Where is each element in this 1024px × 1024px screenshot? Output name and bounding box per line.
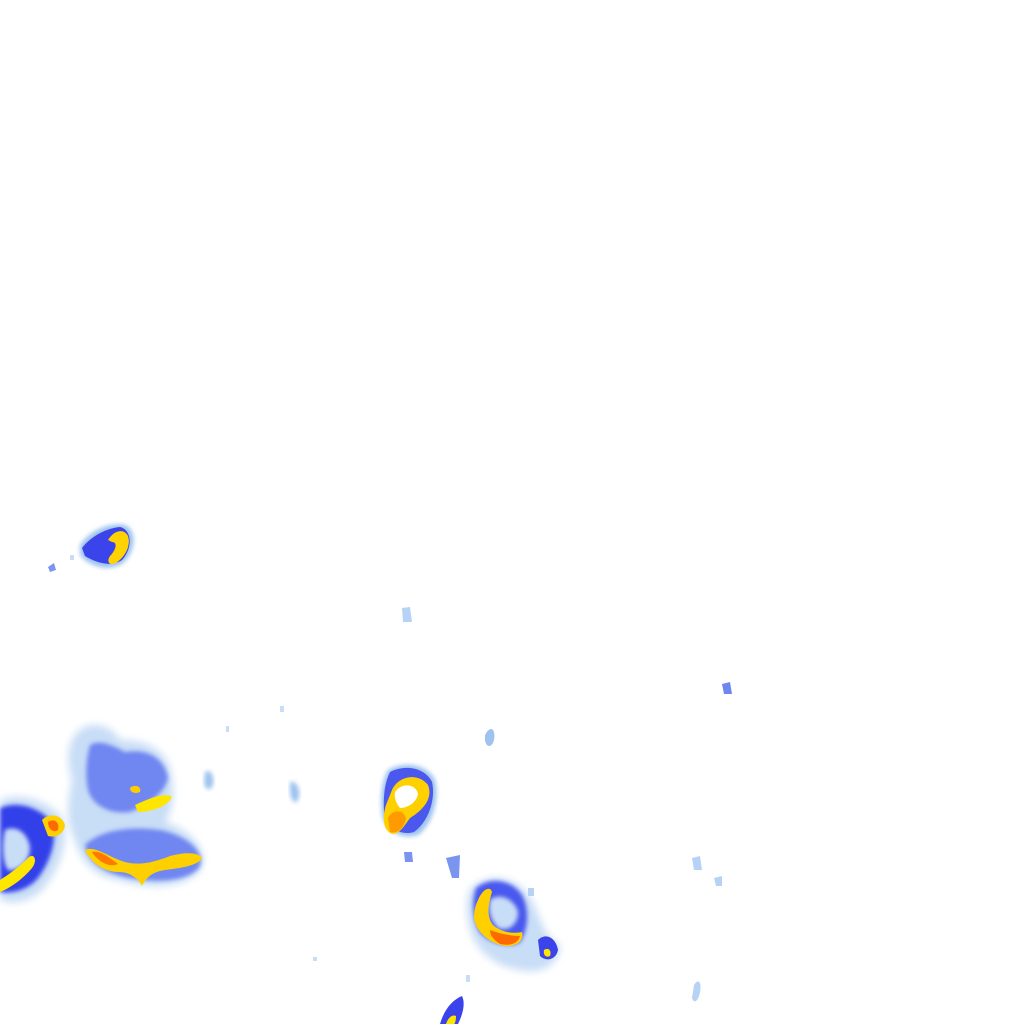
heavy-echo bbox=[108, 531, 129, 565]
weak-echo bbox=[722, 682, 732, 694]
hollow-center bbox=[394, 785, 418, 808]
weak-echo-north bbox=[402, 607, 412, 622]
cell-southwest-edge bbox=[0, 796, 65, 903]
cell-bottom-edge bbox=[440, 996, 464, 1024]
satellite-heavy bbox=[543, 948, 551, 957]
weak-echo-east bbox=[446, 855, 460, 878]
heavy-band-north bbox=[135, 795, 172, 812]
satellite-moderate bbox=[538, 936, 558, 960]
scattered-echoes bbox=[70, 555, 732, 1002]
weak-echo bbox=[528, 888, 534, 896]
weak-echo bbox=[466, 975, 470, 982]
weak-echo bbox=[280, 706, 284, 712]
weak-echo-south bbox=[404, 852, 413, 862]
moderate-echo bbox=[440, 996, 464, 1024]
intense-core bbox=[388, 811, 406, 833]
weak-echo-east bbox=[204, 770, 214, 790]
weak-echo bbox=[714, 876, 722, 886]
weak-echo bbox=[692, 856, 702, 870]
cell-west-cluster bbox=[68, 724, 300, 886]
heavy-echo bbox=[474, 888, 523, 946]
cell-center bbox=[381, 607, 460, 878]
moderate-echo bbox=[86, 742, 168, 813]
weak-echo bbox=[692, 981, 701, 1002]
weak-echo-east-2 bbox=[290, 781, 300, 803]
weak-echo bbox=[485, 728, 495, 746]
hollow-light-echo bbox=[489, 896, 518, 930]
heavy-spot bbox=[130, 785, 141, 793]
intense-core bbox=[48, 820, 59, 832]
intense-core-south bbox=[92, 851, 118, 866]
cell-south-center bbox=[467, 878, 560, 972]
heavy-band-south bbox=[85, 848, 202, 886]
heavy-band bbox=[0, 855, 35, 892]
weak-echo bbox=[48, 563, 56, 572]
weak-echo bbox=[226, 726, 229, 732]
weak-echo bbox=[70, 555, 74, 560]
weak-echo bbox=[313, 957, 317, 961]
intense-core bbox=[490, 930, 520, 945]
heavy-echo bbox=[446, 1015, 456, 1024]
cell-northwest bbox=[48, 524, 134, 572]
hollow-light-echo bbox=[3, 828, 30, 871]
